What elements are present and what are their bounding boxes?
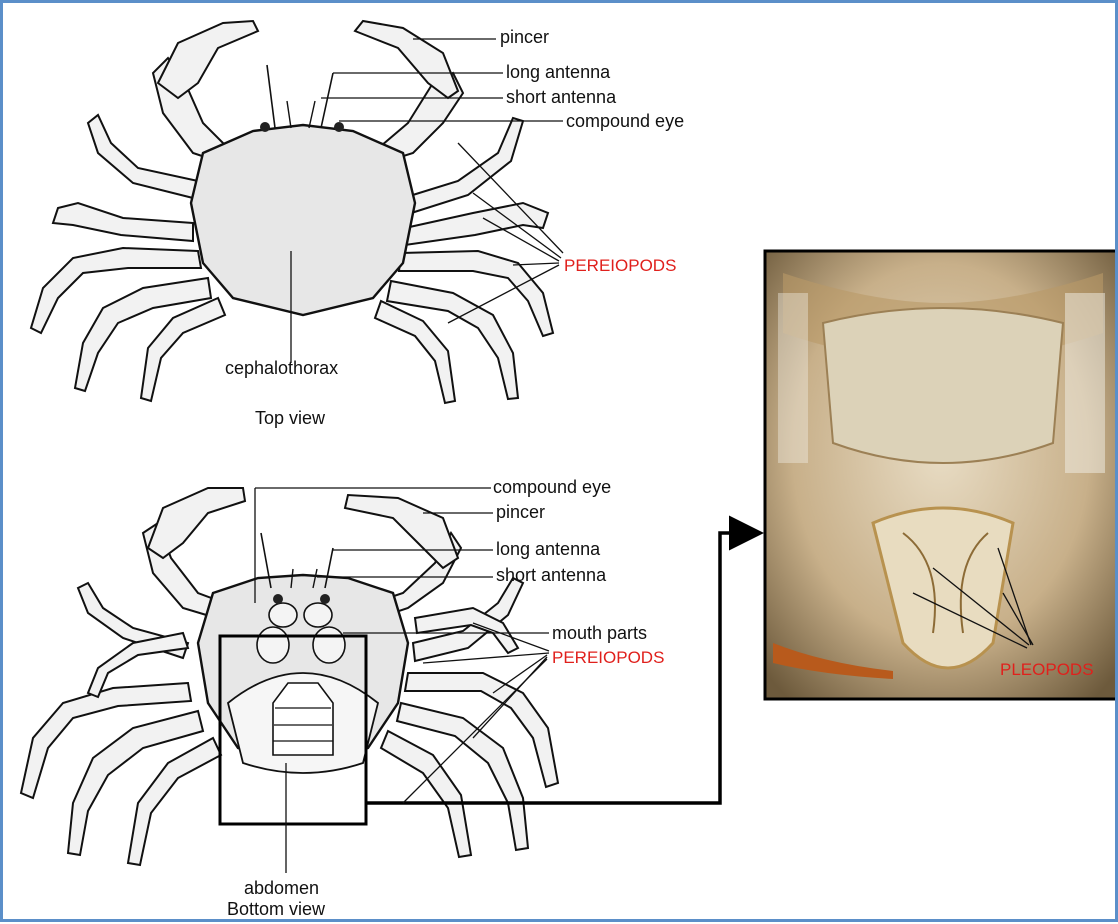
bottom-view-caption: Bottom view bbox=[227, 899, 326, 919]
bottom-abdomen-plates bbox=[228, 673, 378, 773]
top-short-antenna-label: short antenna bbox=[506, 87, 617, 107]
bottom-right-legs bbox=[381, 578, 558, 857]
bottom-abdomen-label: abdomen bbox=[244, 878, 319, 898]
crab-anatomy-diagram: pincer long antenna short antenna compou… bbox=[3, 3, 1115, 919]
bottom-compound-eye-label: compound eye bbox=[493, 477, 611, 497]
top-carapace bbox=[191, 125, 415, 315]
top-cephalothorax-label: cephalothorax bbox=[225, 358, 338, 378]
top-pereiopods-label: PEREIOPODS bbox=[564, 256, 676, 275]
bottom-left-legs bbox=[21, 583, 221, 865]
pleopods-label: PLEOPODS bbox=[1000, 660, 1094, 679]
bottom-view-crab bbox=[21, 488, 558, 865]
bottom-short-antenna-label: short antenna bbox=[496, 565, 607, 585]
top-left-legs bbox=[31, 115, 225, 401]
top-view-crab bbox=[31, 21, 553, 403]
top-view-caption: Top view bbox=[255, 408, 326, 428]
top-compound-eye-label: compound eye bbox=[566, 111, 684, 131]
top-pincer-label: pincer bbox=[500, 27, 549, 47]
bottom-pereiopods-label: PEREIOPODS bbox=[552, 648, 664, 667]
top-long-antenna-label: long antenna bbox=[506, 62, 611, 82]
bottom-long-antenna-label: long antenna bbox=[496, 539, 601, 559]
bottom-pincer-label: pincer bbox=[496, 502, 545, 522]
pleopods-photo bbox=[765, 251, 1115, 699]
bottom-mouth-parts-label: mouth parts bbox=[552, 623, 647, 643]
